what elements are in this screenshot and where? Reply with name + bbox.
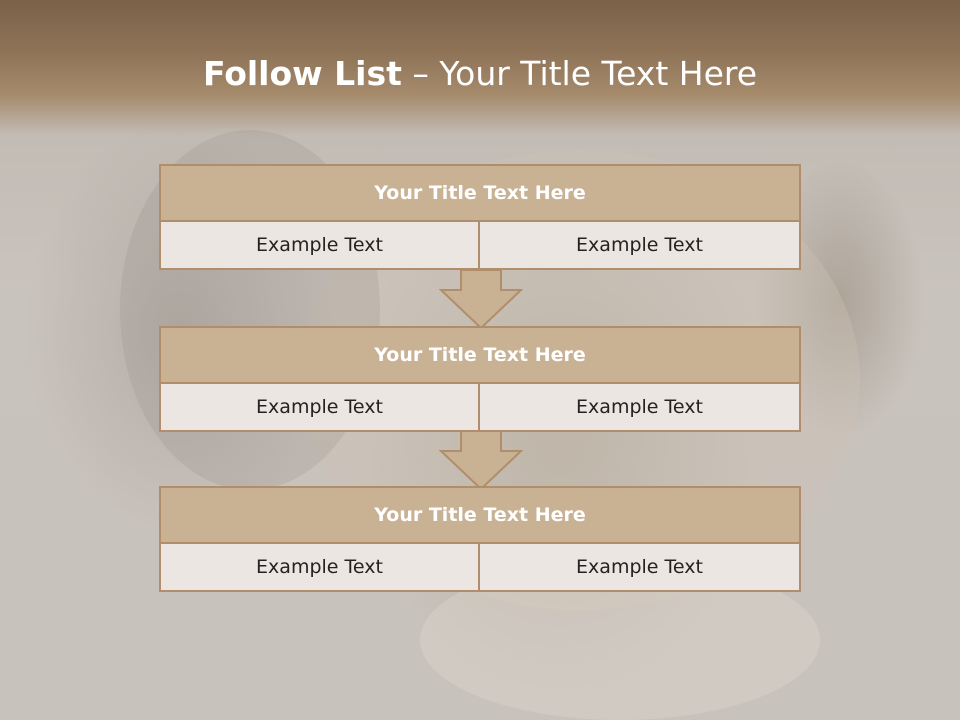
- step-title: Your Title Text Here: [161, 328, 799, 384]
- step-cell-right: Example Text: [480, 384, 799, 430]
- step-title: Your Title Text Here: [161, 166, 799, 222]
- step-cell-right: Example Text: [480, 544, 799, 590]
- slide-title-bold: Follow List: [202, 54, 402, 93]
- step-title: Your Title Text Here: [161, 488, 799, 544]
- step-cell-left: Example Text: [161, 222, 480, 268]
- slide-title: Follow List – Your Title Text Here: [0, 54, 960, 93]
- step-box-2: Your Title Text Here Example Text Exampl…: [159, 326, 801, 432]
- step-cell-left: Example Text: [161, 544, 480, 590]
- down-arrow-icon: [439, 431, 523, 491]
- step-cell-left: Example Text: [161, 384, 480, 430]
- down-arrow-icon: [439, 270, 523, 330]
- slide-title-rest: – Your Title Text Here: [401, 54, 758, 93]
- step-box-3: Your Title Text Here Example Text Exampl…: [159, 486, 801, 592]
- step-cell-right: Example Text: [480, 222, 799, 268]
- step-box-1: Your Title Text Here Example Text Exampl…: [159, 164, 801, 270]
- title-bar: [0, 0, 960, 135]
